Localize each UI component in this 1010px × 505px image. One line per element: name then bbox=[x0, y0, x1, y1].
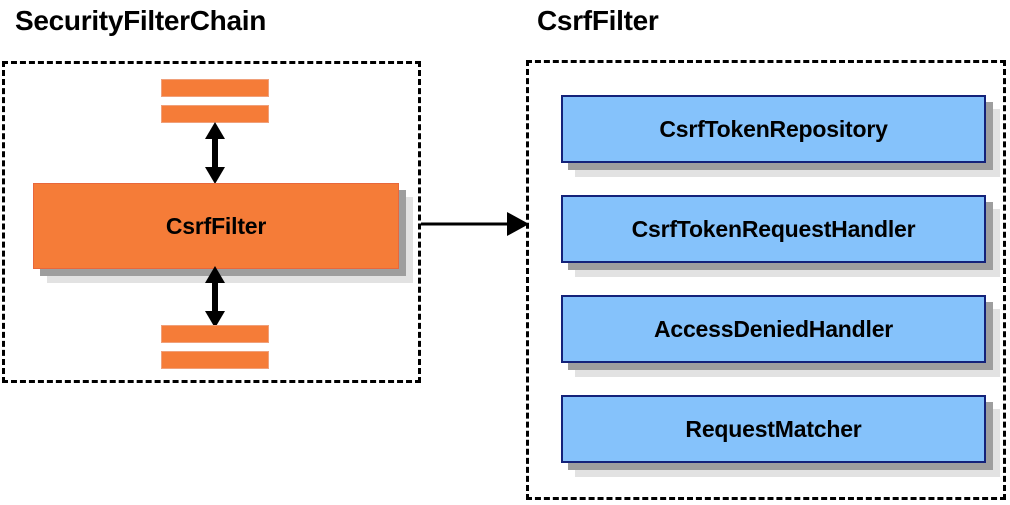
node-label-csrf-token-repository: CsrfTokenRepository bbox=[659, 115, 888, 142]
node-access-denied-handler[interactable]: AccessDeniedHandler bbox=[561, 295, 1000, 377]
node-face: CsrfFilter bbox=[33, 183, 399, 269]
node-face: RequestMatcher bbox=[561, 395, 986, 463]
filter-stripe-below-1 bbox=[161, 325, 269, 343]
node-face: CsrfTokenRequestHandler bbox=[561, 195, 986, 263]
node-face: CsrfTokenRepository bbox=[561, 95, 986, 163]
connector-chain-up-arrow bbox=[205, 122, 225, 184]
node-csrf-token-request-handler[interactable]: CsrfTokenRequestHandler bbox=[561, 195, 1000, 277]
panel-outline-security-filter-chain bbox=[2, 61, 421, 383]
filter-stripe-above-1 bbox=[161, 79, 269, 97]
panel-title-security-filter-chain: SecurityFilterChain bbox=[15, 5, 267, 36]
node-label-csrf-token-request-handler: CsrfTokenRequestHandler bbox=[631, 215, 916, 242]
filter-stripe-below-2 bbox=[161, 351, 269, 369]
node-csrf-filter[interactable]: CsrfFilter bbox=[33, 183, 413, 283]
connector-chain-down-arrow bbox=[205, 266, 225, 328]
node-label-request-matcher: RequestMatcher bbox=[685, 415, 862, 442]
node-label-csrf-filter: CsrfFilter bbox=[165, 212, 267, 239]
filter-stripe-above-2 bbox=[161, 105, 269, 123]
connector-expand-arrow bbox=[421, 212, 529, 236]
panel-title-csrf-filter: CsrfFilter bbox=[537, 5, 659, 36]
node-face: AccessDeniedHandler bbox=[561, 295, 986, 363]
panel-outline-csrf-filter bbox=[526, 60, 1006, 500]
node-csrf-token-repository[interactable]: CsrfTokenRepository bbox=[561, 95, 1000, 177]
node-label-access-denied-handler: AccessDeniedHandler bbox=[653, 315, 894, 342]
node-request-matcher[interactable]: RequestMatcher bbox=[561, 395, 1000, 477]
